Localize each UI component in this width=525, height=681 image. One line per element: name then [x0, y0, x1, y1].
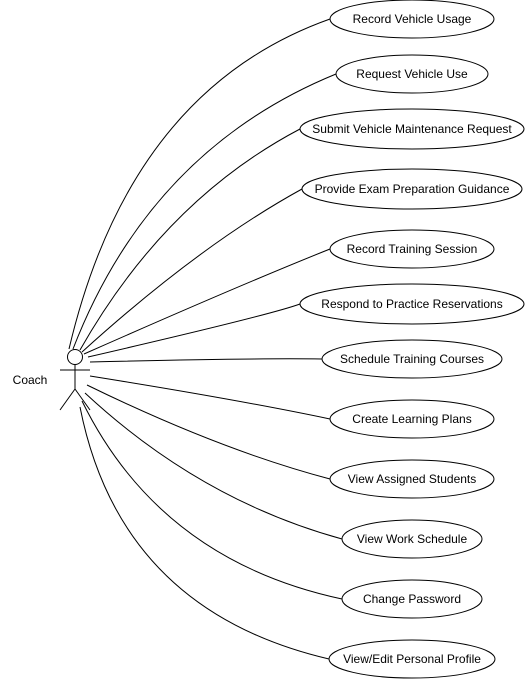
use-case-label: Request Vehicle Use [356, 67, 468, 81]
use-case-ellipse [301, 168, 523, 210]
use-case-label: Provide Exam Preparation Guidance [315, 182, 510, 196]
actor-head [67, 349, 83, 365]
actor-label: Coach [13, 373, 48, 387]
use-case[interactable]: View Work Schedule [341, 519, 483, 559]
use-case[interactable]: View Assigned Students [329, 459, 495, 499]
use-case-ellipse [335, 54, 489, 94]
use-case-label: View Assigned Students [348, 472, 477, 486]
association-line [84, 392, 343, 540]
use-case-label: Change Password [363, 592, 461, 606]
use-case-ellipse [341, 519, 483, 559]
use-case[interactable]: Create Learning Plans [329, 399, 495, 439]
actor-left-leg [59, 388, 76, 411]
actor-coach[interactable] [59, 349, 91, 411]
use-case-ellipse [299, 108, 525, 150]
use-case-label: View/Edit Personal Profile [343, 652, 481, 666]
use-case-label: Record Training Session [347, 242, 478, 256]
actor-right-leg [74, 388, 91, 411]
use-case[interactable]: Request Vehicle Use [335, 54, 489, 94]
association-line [81, 400, 343, 600]
use-case-label: Submit Vehicle Maintenance Request [312, 122, 512, 136]
use-case[interactable]: View/Edit Personal Profile [328, 639, 496, 679]
use-case-label: View Work Schedule [357, 532, 468, 546]
use-case[interactable]: Provide Exam Preparation Guidance [301, 168, 523, 210]
use-case[interactable]: Schedule Training Courses [321, 339, 503, 379]
association-lines [68, 18, 343, 660]
use-case-label: Schedule Training Courses [340, 352, 484, 366]
use-case[interactable]: Record Training Session [329, 229, 495, 269]
use-case[interactable]: Submit Vehicle Maintenance Request [299, 108, 525, 150]
use-case-label: Create Learning Plans [352, 412, 471, 426]
use-case-ellipse [341, 579, 483, 619]
use-case-label: Respond to Practice Reservations [321, 297, 502, 311]
use-case-ellipse [329, 399, 495, 439]
use-case[interactable]: Change Password [341, 579, 483, 619]
association-line [72, 73, 337, 350]
use-case-ellipse [329, 0, 495, 39]
association-line [79, 406, 330, 660]
association-line [89, 358, 323, 363]
use-case-ellipse [299, 283, 525, 325]
association-line [89, 375, 331, 420]
use-case-ellipse [329, 229, 495, 269]
use-case[interactable]: Record Vehicle Usage [329, 0, 495, 39]
association-line [68, 18, 331, 350]
use-case-ellipse [321, 339, 503, 379]
use-case-label: Record Vehicle Usage [353, 12, 472, 26]
association-line [81, 188, 303, 353]
use-case[interactable]: Respond to Practice Reservations [299, 283, 525, 325]
use-case-ellipse [329, 459, 495, 499]
association-line [83, 248, 331, 355]
use-case-ellipse [328, 639, 496, 679]
association-line [87, 303, 301, 358]
association-line [79, 128, 301, 351]
association-line [86, 384, 331, 480]
